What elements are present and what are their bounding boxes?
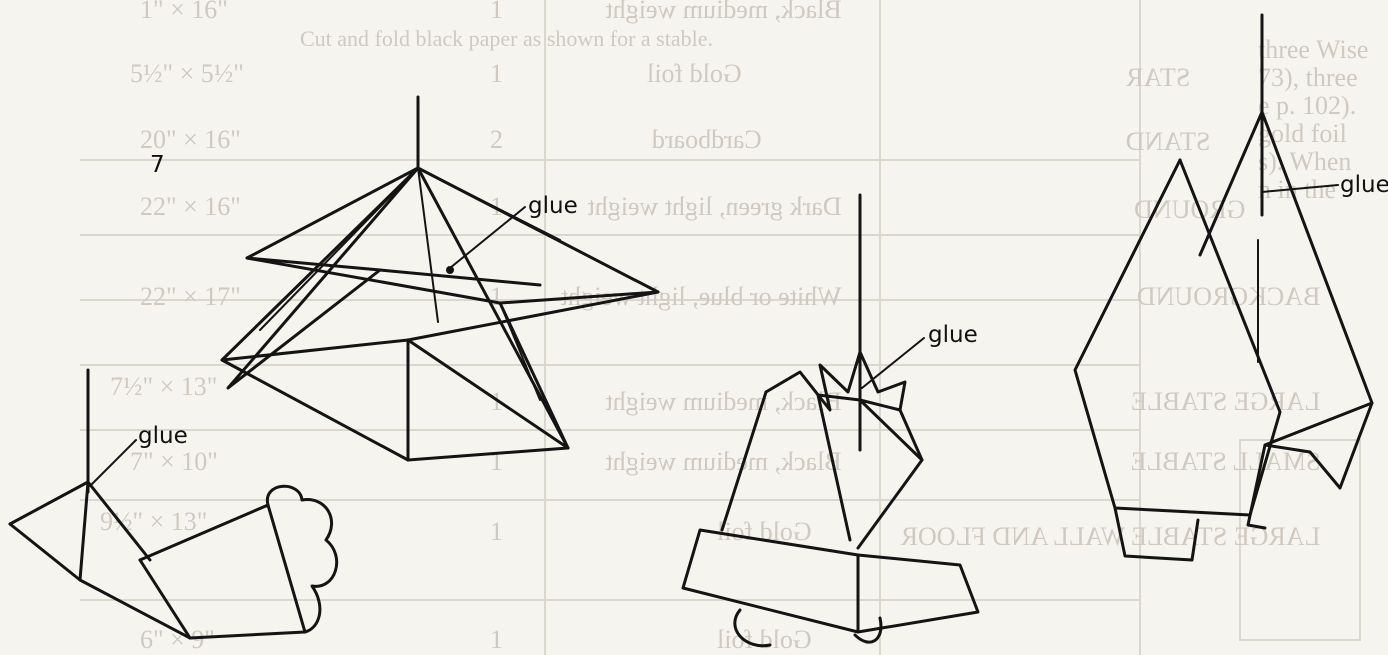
tree-trunk-left [1115, 508, 1198, 560]
glue-label: glue [138, 423, 188, 449]
glue-leader [450, 207, 525, 268]
pig-ear [10, 482, 150, 560]
glue-label: glue [528, 193, 578, 219]
glue-leader [862, 338, 924, 388]
pig-body [140, 505, 305, 638]
bell-clapper-left [735, 610, 770, 646]
tree-center-fold [1180, 160, 1280, 515]
glue-leader [1262, 185, 1338, 192]
bell-folds [818, 395, 922, 540]
pig-snout-edge [10, 524, 80, 580]
pig-curly-tail [267, 486, 336, 632]
tree-trunk-right [1265, 403, 1372, 488]
star-top-points [228, 168, 658, 448]
tree-left-panel [1075, 160, 1250, 515]
bell-top-flaps [766, 352, 905, 410]
glue-label: glue [928, 322, 978, 348]
bell-ornament: glue [683, 195, 978, 646]
pig-head [80, 482, 190, 638]
figure-number: 7 [150, 152, 165, 178]
glue-label: glue [1340, 172, 1388, 198]
bell-rim-side [858, 555, 978, 632]
tree-ornament: glue [1075, 15, 1388, 560]
bell-rim-front [683, 530, 858, 632]
star-lower-front [222, 168, 568, 460]
star-back-points [247, 258, 540, 303]
glue-leader [90, 440, 136, 486]
pig-ornament: glue [10, 370, 337, 638]
star-ornament: glue [222, 97, 658, 460]
